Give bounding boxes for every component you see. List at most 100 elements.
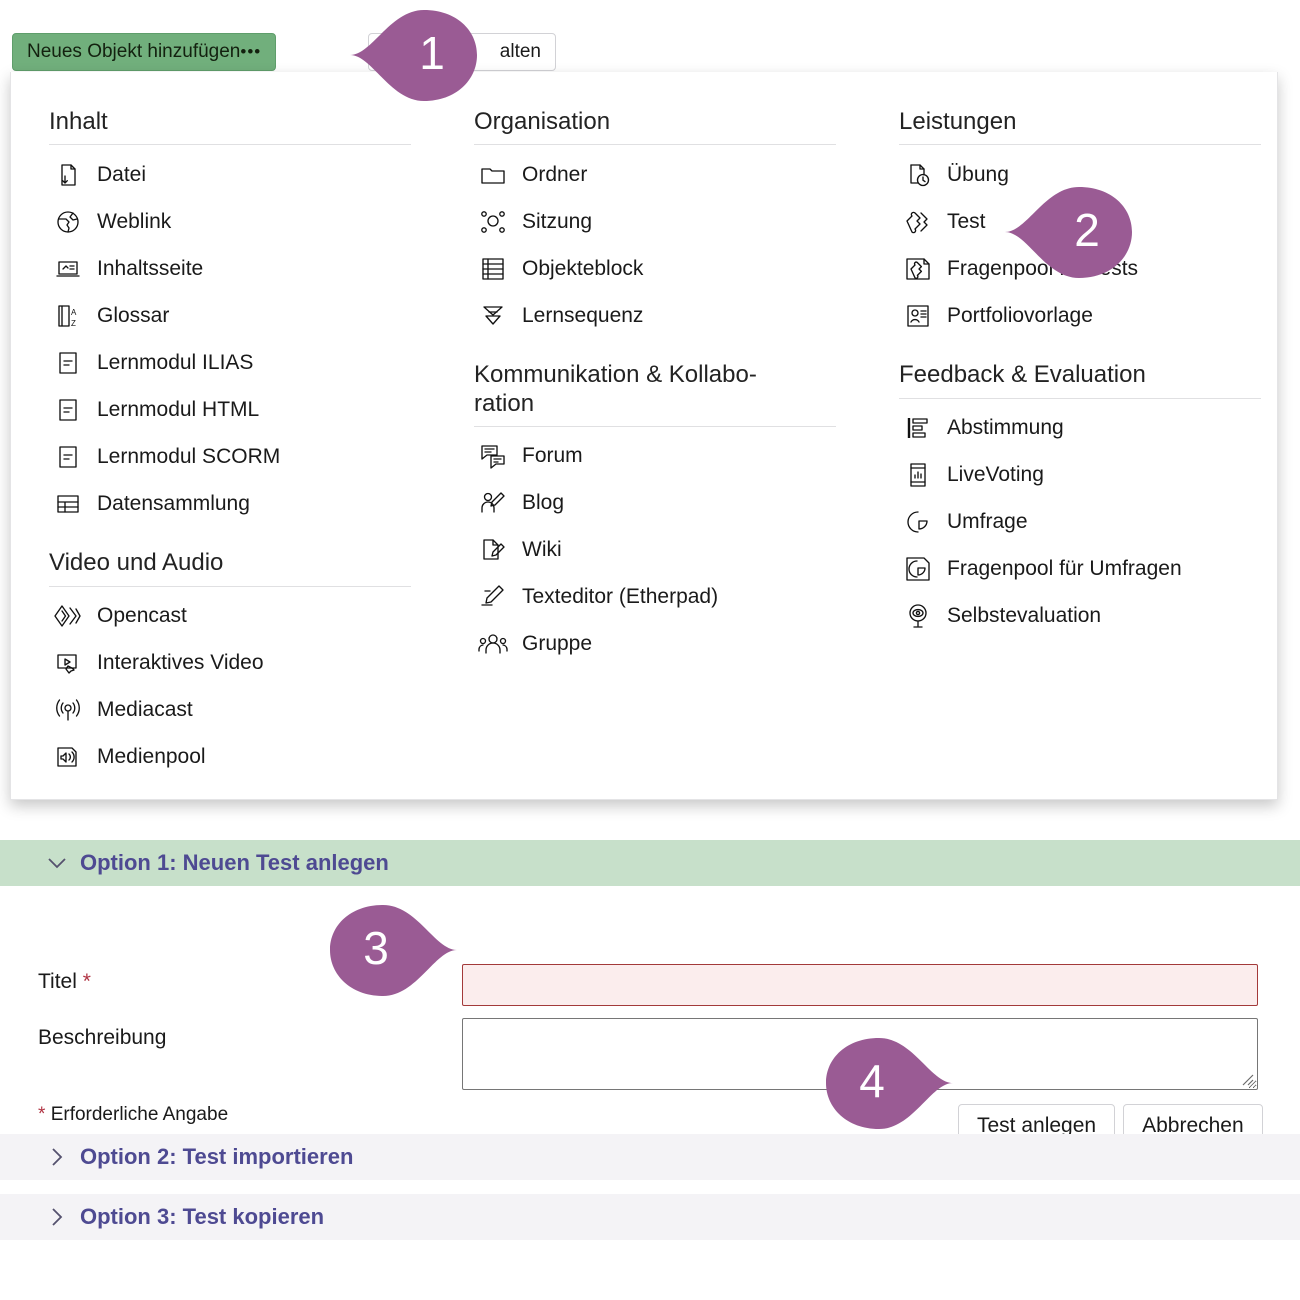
dropdown-item-selbstevaluation[interactable]: Selbstevaluation (899, 593, 1261, 640)
dropdown-item-sitzung[interactable]: Sitzung (474, 198, 836, 245)
dropdown-item-gruppe[interactable]: Gruppe (474, 621, 836, 668)
dropdown-item-label: Fragenpool für Umfragen (947, 557, 1182, 581)
toolbar: Neues Objekt hinzufügen••• alten (0, 0, 1300, 80)
vote-bars-icon (903, 413, 933, 443)
dropdown-item-wiki[interactable]: Wiki (474, 527, 836, 574)
dropdown-item-objekteblock[interactable]: Objekteblock (474, 245, 836, 292)
divider (474, 144, 836, 146)
blog-person-pencil-icon (478, 488, 508, 518)
dropdown-item-label: Portfoliovorlage (947, 303, 1093, 327)
dropdown-item-label: Lernmodul ILIAS (97, 350, 254, 374)
divider (899, 144, 1261, 146)
dropdown-item-lernsequenz[interactable]: Lernsequenz (474, 292, 836, 339)
question-pool-test-icon (903, 254, 933, 284)
svg-text:Z: Z (71, 319, 76, 328)
required-hint-asterisk: * (38, 1104, 46, 1125)
dropdown-item-lernmodul-html[interactable]: Lernmodul HTML (49, 386, 411, 433)
required-hint-text: Erforderliche Angabe (50, 1104, 229, 1125)
dropdown-item-label: Selbstevaluation (947, 604, 1102, 628)
dropdown-item-label: Sitzung (522, 209, 593, 233)
dropdown-item-datei[interactable]: Datei (49, 151, 411, 198)
manage-button-label: alten (499, 41, 541, 62)
dropdown-item-test[interactable]: Test (899, 198, 1261, 245)
learning-module-icon (53, 442, 83, 472)
dropdown-item-blog[interactable]: Blog (474, 480, 836, 527)
ellipsis-icon: ••• (240, 42, 262, 61)
exercise-clock-icon (903, 160, 933, 190)
media-pool-speaker-icon (53, 742, 83, 772)
dropdown-item-lernmodul-ilias[interactable]: Lernmodul ILIAS (49, 339, 411, 386)
dropdown-item-ordner[interactable]: Ordner (474, 151, 836, 198)
test-puzzle-icon (903, 207, 933, 237)
required-hint: * Erforderliche Angabe (38, 1104, 228, 1126)
file-download-icon (53, 160, 83, 190)
add-new-object-label: Neues Objekt hinzufügen (27, 41, 241, 62)
dropdown-item-label: Medienpool (97, 745, 206, 769)
accordion-header-option-3[interactable]: Option 3: Test kopieren (0, 1194, 1300, 1240)
forum-speech-bubbles-icon (478, 441, 508, 471)
dropdown-item-fragenpool-f-r-umfragen[interactable]: Fragenpool für Umfragen (899, 546, 1261, 593)
chevron-right-icon (46, 1146, 68, 1168)
dropdown-item-label: Abstimmung (947, 416, 1064, 440)
dropdown-item-opencast[interactable]: Opencast (49, 593, 411, 640)
accordion-label-option-3: Option 3: Test kopieren (80, 1204, 325, 1229)
dropdown-item-weblink[interactable]: Weblink (49, 198, 411, 245)
dropdown-item-label: Wiki (522, 538, 562, 562)
dropdown-item-texteditor-etherpad[interactable]: Texteditor (Etherpad) (474, 574, 836, 621)
dropdown-item-label: Lernmodul HTML (97, 397, 260, 421)
dropdown-group-title: Kommunikation & Kollabo-ration (474, 361, 757, 417)
dropdown-item-label: Interaktives Video (97, 651, 264, 675)
dropdown-item-label: Gruppe (522, 632, 593, 656)
add-new-object-button[interactable]: Neues Objekt hinzufügen••• (12, 33, 277, 71)
dropdown-item-datensammlung[interactable]: Datensammlung (49, 480, 411, 527)
dropdown-item-lernmodul-scorm[interactable]: Lernmodul SCORM (49, 433, 411, 480)
title-input[interactable] (462, 964, 1258, 1006)
folder-icon (478, 160, 508, 190)
dropdown-item-interaktives-video[interactable]: Interaktives Video (49, 640, 411, 687)
interactive-video-icon (53, 648, 83, 678)
title-label-text: Titel (38, 970, 77, 993)
dropdown-item-umfrage[interactable]: Umfrage (899, 499, 1261, 546)
dropdown-group-title: Inhalt (49, 108, 108, 135)
learning-module-icon (53, 395, 83, 425)
dropdown-item-label: Ordner (522, 162, 588, 186)
required-asterisk: * (82, 970, 91, 993)
dropdown-item-livevoting[interactable]: LiveVoting (899, 452, 1261, 499)
dropdown-item-label: Umfrage (947, 510, 1028, 534)
dropdown-item-label: Lernmodul SCORM (97, 444, 281, 468)
dropdown-item-label: Übung (947, 162, 1009, 186)
dropdown-item-label: LiveVoting (947, 463, 1044, 487)
accordion-header-option-2[interactable]: Option 2: Test importieren (0, 1134, 1300, 1180)
dropdown-item-bung[interactable]: Übung (899, 151, 1261, 198)
dropdown-item-label: Lernsequenz (522, 303, 644, 327)
dropdown-item-forum[interactable]: Forum (474, 433, 836, 480)
dropdown-item-inhaltsseite[interactable]: Inhaltsseite (49, 245, 411, 292)
accordion-label-option-1: Option 1: Neuen Test anlegen (80, 850, 389, 875)
dropdown-item-label: Datei (97, 162, 147, 186)
question-pool-survey-icon (903, 554, 933, 584)
dropdown-item-label: Objekteblock (522, 256, 644, 280)
dropdown-item-abstimmung[interactable]: Abstimmung (899, 405, 1261, 452)
divider (899, 397, 1261, 399)
dropdown-item-portfoliovorlage[interactable]: Portfoliovorlage (899, 292, 1261, 339)
dropdown-item-mediacast[interactable]: Mediacast (49, 687, 411, 734)
globe-link-icon (53, 207, 83, 237)
dropdown-item-medienpool[interactable]: Medienpool (49, 734, 411, 781)
dropdown-group-title: Organisation (474, 108, 611, 135)
divider (49, 144, 411, 146)
dropdown-item-label: Mediacast (97, 698, 193, 722)
opencast-diamond-icon (53, 601, 83, 631)
object-block-list-icon (478, 254, 508, 284)
dropdown-item-label: Weblink (97, 209, 172, 233)
svg-text:A: A (71, 308, 77, 317)
accordion-header-option-1[interactable]: Option 1: Neuen Test anlegen (0, 840, 1300, 886)
